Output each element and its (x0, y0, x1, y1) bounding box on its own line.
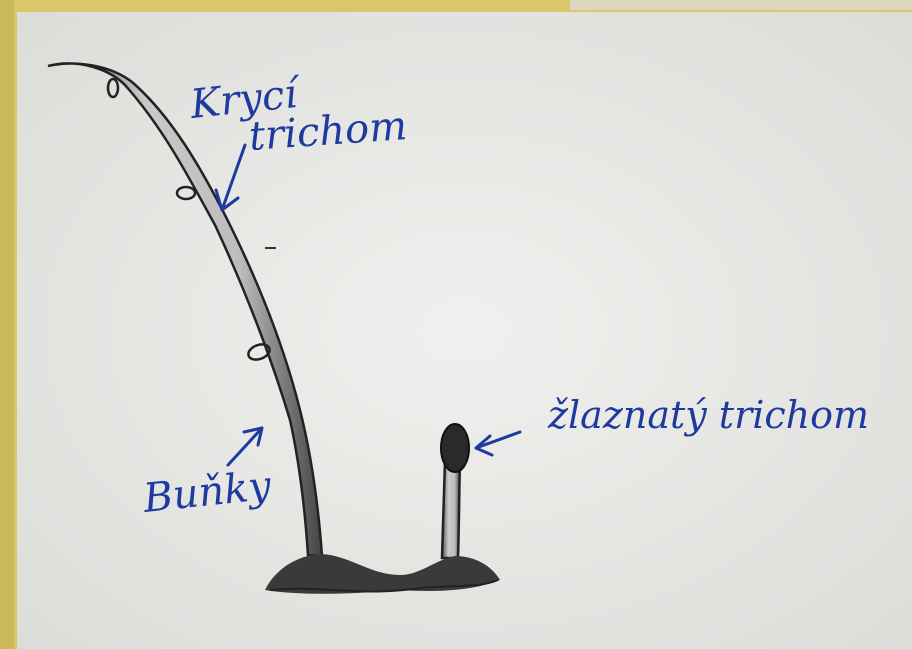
frame-left-strip (0, 0, 14, 649)
frame-top-strip (570, 0, 912, 10)
gland-head (441, 424, 469, 472)
gland-stalk (442, 460, 460, 558)
label-glandular: žlaznatý trichom (547, 393, 869, 437)
